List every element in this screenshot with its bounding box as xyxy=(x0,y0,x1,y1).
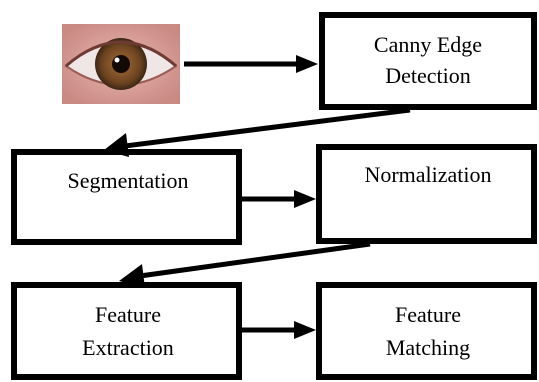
edge-canny-to-segmentation xyxy=(104,107,411,157)
node-label-line: Canny Edge xyxy=(374,32,482,57)
node-feature-matching: Feature Matching xyxy=(316,282,537,380)
edge-segmentation-to-normalization xyxy=(242,190,316,208)
edge-extraction-to-matching xyxy=(242,321,316,339)
node-canny-edge-detection: Canny Edge Detection xyxy=(319,12,537,110)
node-label-line: Feature xyxy=(395,302,461,327)
edge-eye-to-canny xyxy=(184,55,318,73)
node-feature-extraction: Feature Extraction xyxy=(11,282,242,380)
node-label-line: Extraction xyxy=(82,335,174,360)
node-label-line: Segmentation xyxy=(68,168,189,193)
node-label-line: Matching xyxy=(386,335,470,360)
node-segmentation: Segmentation xyxy=(11,149,242,245)
node-label-line: Normalization xyxy=(364,162,491,187)
node-label-line: Feature xyxy=(95,302,161,327)
node-normalization: Normalization xyxy=(316,144,537,244)
edge-normalization-to-feature-extraction xyxy=(119,241,371,288)
eye-image-icon xyxy=(62,24,180,104)
node-label-line: Detection xyxy=(385,63,471,88)
